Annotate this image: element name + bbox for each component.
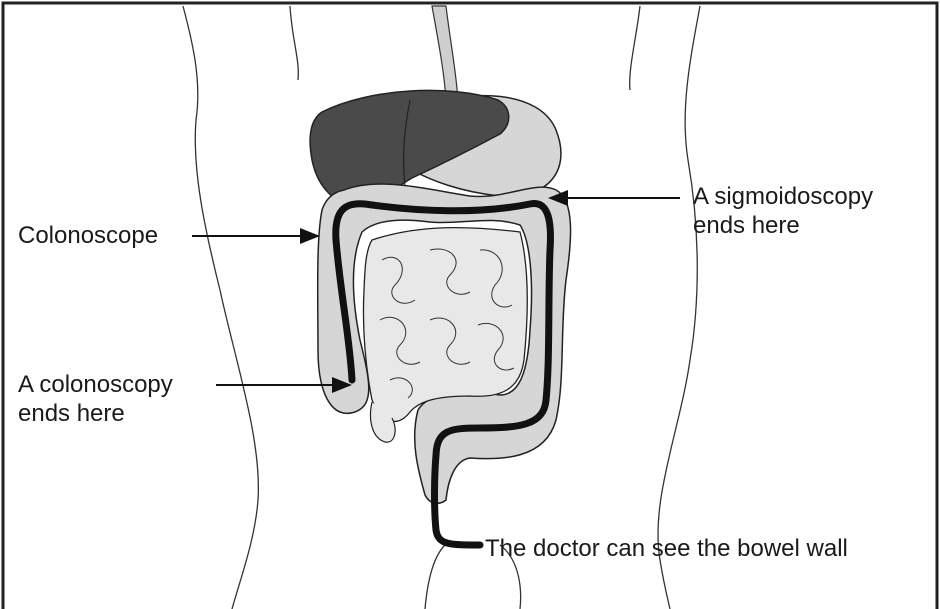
colonoscopy-label: A colonoscopy ends here xyxy=(18,370,173,428)
bowel-wall-label-text: The doctor can see the bowel wall xyxy=(485,534,848,563)
small-intestine xyxy=(363,228,527,422)
sigmoidoscopy-label-line1: A sigmoidoscopy xyxy=(693,182,873,211)
sigmoidoscopy-label: A sigmoidoscopy ends here xyxy=(693,182,873,240)
colonoscopy-label-line1: A colonoscopy xyxy=(18,370,173,399)
bowel-wall-label: The doctor can see the bowel wall xyxy=(485,534,848,563)
colonoscope-label: Colonoscope xyxy=(18,221,158,250)
colonoscopy-label-line2: ends here xyxy=(18,399,173,428)
colonoscope-label-text: Colonoscope xyxy=(18,221,158,250)
esophagus xyxy=(432,6,458,100)
sigmoidoscopy-label-line2: ends here xyxy=(693,211,873,240)
